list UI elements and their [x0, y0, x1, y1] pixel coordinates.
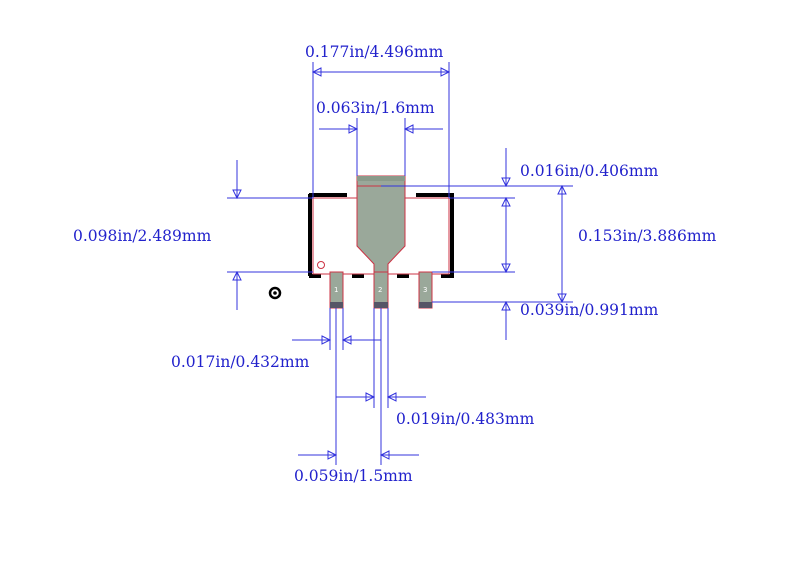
label-center-lead-width: 0.019in/0.483mm: [396, 410, 535, 428]
tab-pad: [356, 175, 406, 273]
dim-pitch: [298, 308, 419, 465]
dim-body-height: [227, 160, 313, 310]
label-pitch: 0.059in/1.5mm: [294, 467, 413, 485]
pin1-indicator-circle: [317, 261, 325, 269]
dim-center-lead-width: [336, 308, 426, 408]
pin-2-label: 2: [378, 286, 382, 294]
pin-1-label: 1: [334, 286, 338, 294]
dim-lead-width: [292, 308, 381, 350]
pin1-orientation-dot: [268, 286, 282, 300]
pin-3-label: 3: [423, 286, 427, 294]
label-lead-width: 0.017in/0.432mm: [171, 353, 310, 371]
label-body-height: 0.098in/2.489mm: [73, 227, 212, 245]
dim-overall-width: [311, 62, 451, 198]
label-tab-width: 0.063in/1.6mm: [316, 99, 435, 117]
dim-tab-thickness: [381, 148, 573, 272]
dim-overall-height: [557, 184, 567, 304]
package-outline: [308, 193, 454, 278]
label-overall-width: 0.177in/4.496mm: [305, 43, 444, 61]
label-lead-length: 0.039in/0.991mm: [520, 301, 659, 319]
dim-tab-width: [319, 118, 443, 176]
lead-pin-3: [418, 271, 433, 309]
label-overall-height: 0.153in/3.886mm: [578, 227, 717, 245]
dim-lead-length: [432, 263, 573, 340]
label-tab-thickness: 0.016in/0.406mm: [520, 162, 659, 180]
